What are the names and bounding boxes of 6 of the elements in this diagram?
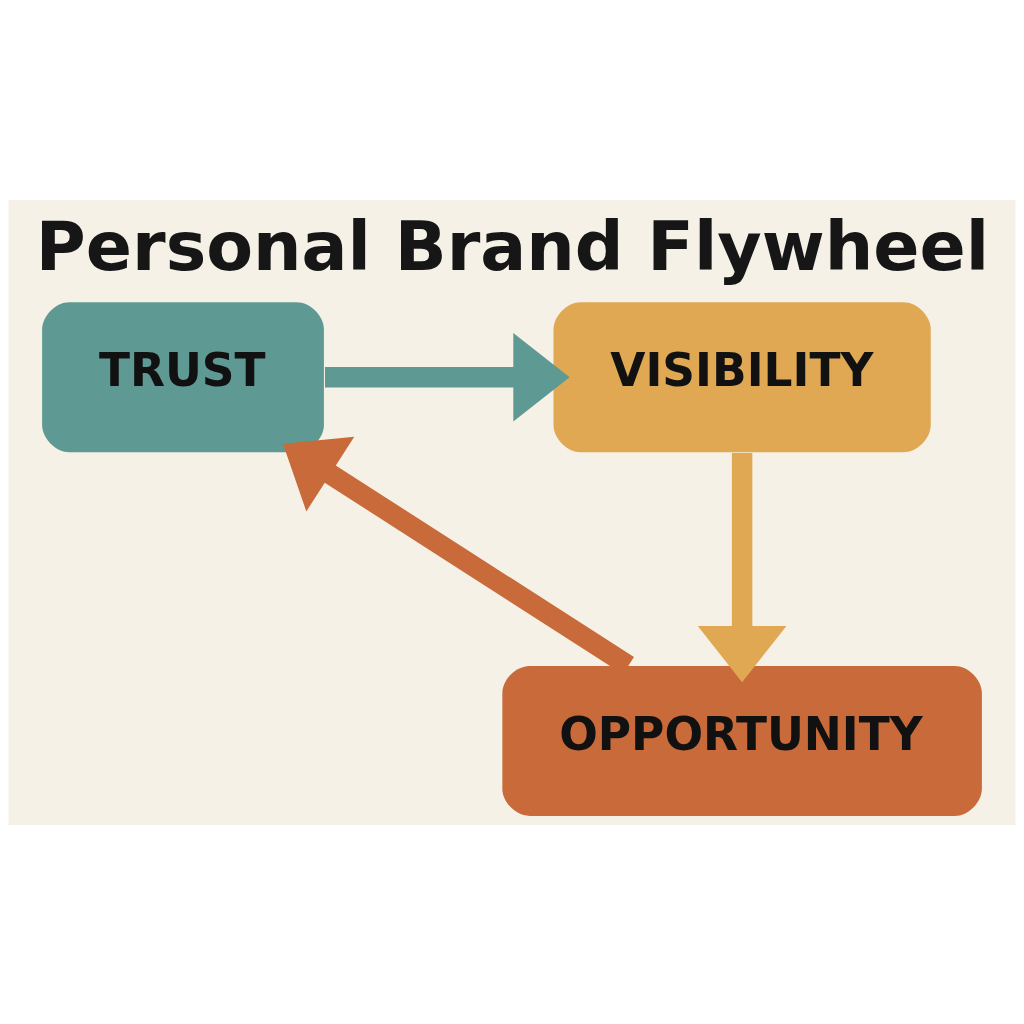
node-box: TRUST bbox=[42, 301, 324, 452]
node-box: VISIBILITY bbox=[553, 301, 931, 452]
arrow bbox=[697, 452, 787, 682]
node-box: OPPORTUNITY bbox=[502, 665, 982, 816]
arrow bbox=[325, 332, 570, 422]
diagram-title: Personal Brand Flywheel bbox=[35, 206, 990, 286]
